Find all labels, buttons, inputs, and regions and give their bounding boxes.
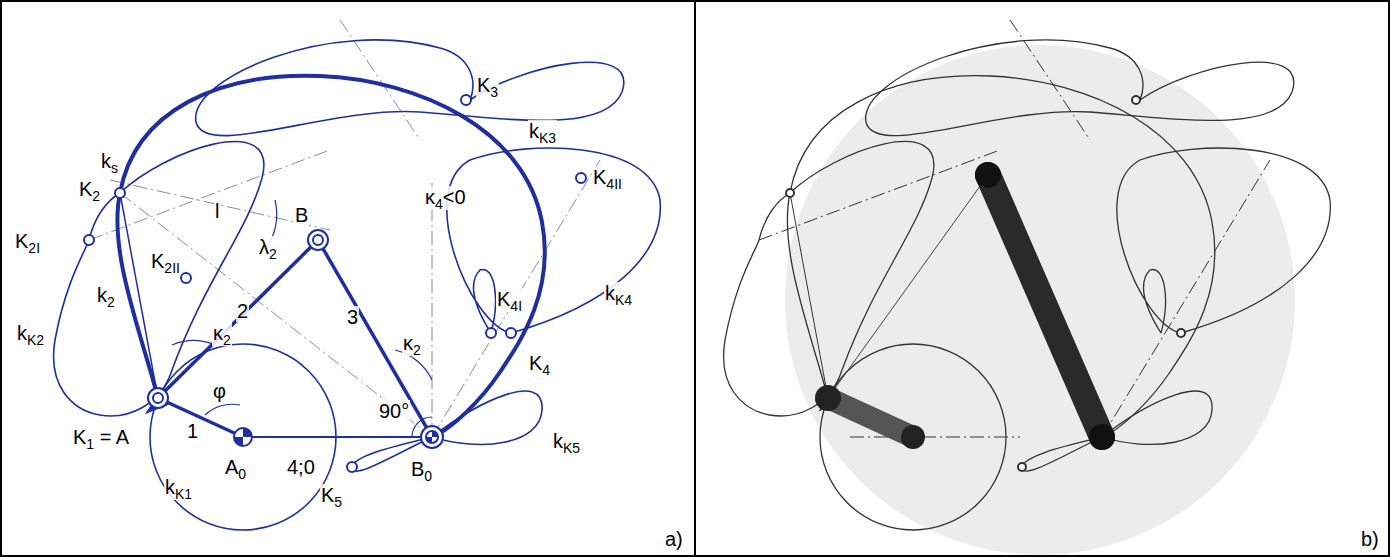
label: ks	[100, 150, 119, 174]
label: kK3	[528, 120, 557, 144]
label: φ	[212, 380, 227, 402]
label: K4I	[496, 288, 523, 312]
label: 3	[346, 306, 359, 328]
label: a)	[664, 528, 684, 550]
label: 4;0	[286, 456, 316, 478]
label: b)	[1360, 528, 1380, 550]
label: K2I	[14, 230, 41, 254]
label: κ4<0	[424, 186, 467, 210]
label: kK2	[16, 322, 45, 346]
label: κ2	[212, 322, 232, 346]
label: K2II	[150, 250, 181, 274]
label: K5	[320, 484, 343, 508]
label: 1	[186, 420, 199, 442]
label: κ2	[402, 332, 422, 356]
label: 90°	[378, 400, 410, 422]
label: kK4	[604, 282, 633, 306]
label: K4	[528, 352, 551, 376]
label: 2	[236, 300, 249, 322]
label: k2	[96, 284, 116, 308]
label: kK1	[164, 476, 193, 500]
label: K3	[476, 74, 499, 98]
label: B	[294, 204, 309, 226]
label: kK5	[552, 430, 581, 454]
label: λ2	[258, 236, 278, 260]
label: A0	[224, 456, 247, 480]
label: K4II	[592, 166, 623, 190]
label: l	[214, 200, 220, 222]
label: K2	[78, 178, 101, 202]
label: B0	[410, 458, 433, 482]
label: K1 = A	[72, 426, 130, 450]
